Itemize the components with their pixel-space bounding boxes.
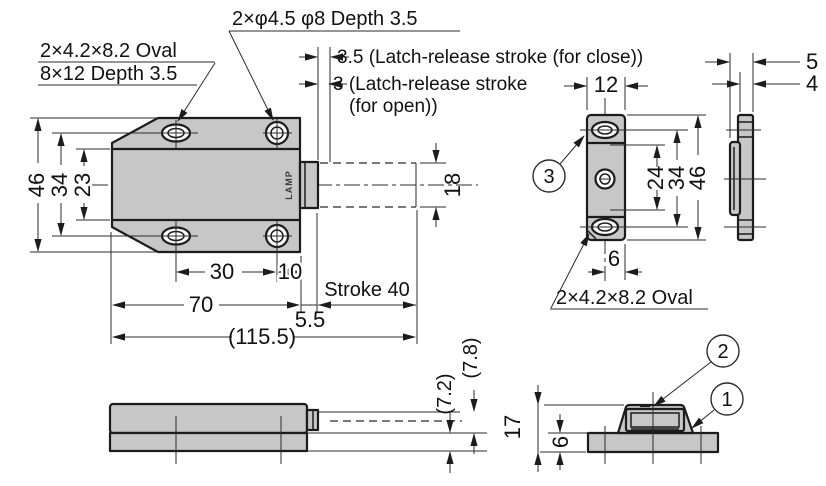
leader-line	[691, 409, 715, 429]
latch-release-open-label2: (for open))	[349, 96, 438, 117]
oval-hole-spec-line2: 8×12 Depth 3.5	[40, 63, 177, 85]
dim-hole-edge: 10	[278, 259, 302, 284]
leader-line	[228, 30, 274, 121]
strike-profile-view: 17 6 2 1	[500, 334, 744, 472]
corner-chamfer	[587, 230, 597, 240]
strike-raised-catch	[616, 403, 695, 435]
dim-strike-total-thk: 5	[806, 49, 818, 74]
main-top-view: LAMP	[52, 116, 478, 254]
dim-total-extended: (115.5)	[228, 324, 296, 349]
latch-release-close-label: 3.5 (Latch-release stroke (for close))	[337, 47, 643, 68]
callout-circle-2	[706, 334, 740, 368]
dim-body-depth: 23	[70, 173, 95, 197]
round-hole-spec: 2×φ4.5 φ8 Depth 3.5	[232, 8, 418, 30]
leader-line	[559, 135, 585, 165]
dim-rod-offset-open: (7.8)	[460, 337, 482, 378]
callout-3-label: 3	[543, 166, 554, 188]
callout-1-label: 1	[721, 389, 732, 411]
dim-hole-pitch-h: 30	[210, 259, 234, 284]
brand-logo: LAMP	[284, 170, 294, 200]
leader-line	[653, 361, 712, 407]
dim-body-height: 46	[24, 173, 49, 197]
oval-hole-spec-line1: 2×4.2×8.2 Oval	[40, 40, 177, 62]
push-rod-stub	[298, 160, 320, 210]
catch-outer	[624, 407, 686, 433]
dim-rod-width: 18	[440, 173, 465, 197]
latch-side-view: (7.2) (7.8)	[108, 337, 487, 473]
strike-side-view: 5 4	[705, 49, 818, 242]
callout-2-label: 2	[717, 341, 728, 363]
latch-release-open-label1: 3 (Latch-release stroke	[333, 74, 527, 95]
strike-front-view: 12 24 34 46 6 3 2×4.2×8.2 Oval	[532, 72, 710, 310]
latch-side-flange	[108, 431, 309, 453]
leader-line	[177, 62, 216, 122]
dim-strike-pitch: 34	[664, 166, 689, 190]
leader-line	[550, 233, 590, 309]
stroke-label: Stroke 40	[324, 279, 410, 301]
dim-strike-height: 46	[685, 166, 710, 190]
main-view-dimensions: 46 34 23 2×4.2×8.2 Oval 8×12 Depth 3.5 2…	[24, 8, 643, 349]
dim-strike-center-edge: 6	[608, 246, 620, 271]
dim-strike-pitch-mid: 24	[643, 166, 668, 190]
dim-rod-tip: 5.5	[295, 307, 326, 332]
latch-side-body	[108, 402, 309, 435]
catch-rubber	[630, 412, 680, 428]
dim-hole-pitch-v: 34	[47, 173, 72, 197]
dim-rod-offset-close: (7.2)	[434, 373, 456, 414]
dim-strike-base-thk: 6	[548, 436, 573, 448]
dim-strike-plate-thk: 4	[806, 71, 818, 96]
dim-strike-width: 12	[594, 72, 618, 97]
dim-body-length: 70	[189, 292, 213, 317]
callout-circle-3	[532, 159, 566, 193]
dim-strike-profile-height: 17	[500, 415, 525, 439]
strike-oval-spec: 2×4.2×8.2 Oval	[556, 287, 693, 309]
callout-circle-1	[710, 382, 744, 416]
